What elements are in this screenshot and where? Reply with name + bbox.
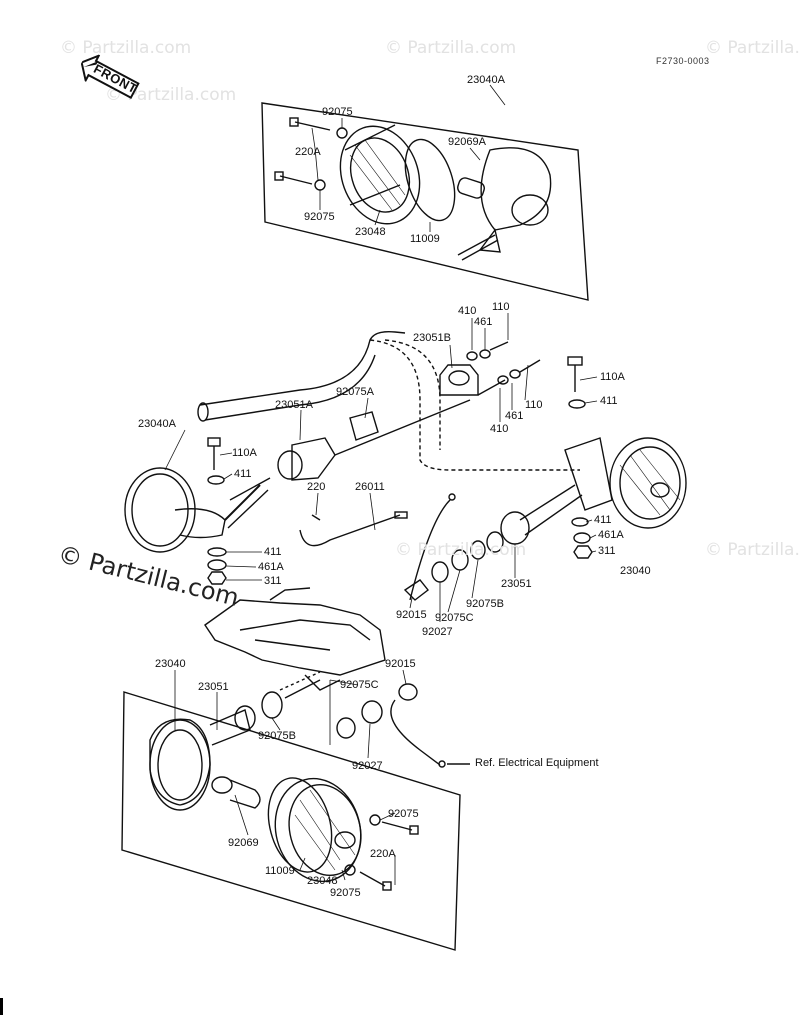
part-label: 23051 [501,578,532,590]
part-label: 461 [505,410,524,422]
right-nut-stack-drawing [571,517,593,559]
part-label: 311 [264,575,282,587]
part-label: 220 [307,481,326,493]
part-label: 92075 [388,808,419,820]
watermark: © Partzilla.com [705,540,800,560]
right-lens-drawing [519,437,687,536]
part-label: 92069A [448,136,486,148]
part-label: 23040 [155,658,186,670]
bottom-assembly-frame [121,691,461,951]
part-label: 411 [264,546,282,558]
part-label: 92015 [396,609,427,621]
part-label: 11009 [265,865,295,877]
watermark: © Partzilla.com [385,38,517,58]
part-label: 92075C [340,679,379,691]
handlebar-drawing [197,330,580,471]
top-gasket-drawing [404,138,456,222]
part-label: 110A [600,371,625,383]
part-label: 23051 [198,681,229,693]
part-label: 411 [594,514,612,526]
top-assembly-frame [261,102,589,301]
rear-bolts-drawing [344,814,419,891]
part-label: 23051B [413,332,451,344]
leader-lines [164,84,598,885]
edge-mark [0,998,3,1015]
part-label: 311 [598,545,616,557]
left-bolt-110a-drawing [207,437,225,485]
part-label: 26011 [355,481,385,493]
part-label: 92027 [352,760,383,772]
watermark: © Partzilla.com [105,85,237,105]
part-label: 92075C [435,612,474,624]
part-label: 110 [525,399,543,411]
clamp-23051b-drawing [439,364,506,396]
part-label: 411 [234,468,252,480]
part-label: 92075B [466,598,504,610]
part-label: 92015 [385,658,416,670]
part-label: 23048 [355,226,386,238]
rear-housing-drawing [149,679,321,811]
part-label: 92027 [422,626,453,638]
reference-note: Ref. Electrical Equipment [475,757,599,769]
part-label: 23051A [275,399,313,411]
rear-grommets-drawing [336,683,470,768]
front-arrow: FRONT [75,49,144,105]
frame-bracket-drawing [204,587,386,691]
part-label: 23040A [467,74,505,86]
part-label: 461 [474,316,493,328]
part-label: 23048 [307,875,338,887]
part-label: 220A [295,146,321,158]
part-label: 92069 [228,837,259,849]
part-label: 23040 [620,565,651,577]
mount-23051a-drawing [229,399,471,501]
part-label: 11009 [410,233,440,245]
part-label: 110A [232,447,257,459]
part-label: 461A [258,561,284,573]
part-label: 92075B [258,730,296,742]
watermark: © Partzilla.com [395,540,527,560]
top-lens-drawing [339,124,421,225]
part-label: 92075 [322,106,353,118]
part-label: 23040A [138,418,176,430]
part-label: 110 [492,301,510,313]
part-label: 410 [490,423,509,435]
part-label: 92075 [304,211,335,223]
sleeve-92075a-drawing [349,411,379,441]
part-label: 410 [458,305,477,317]
part-label: 411 [600,395,618,407]
part-label: 92075 [330,887,361,899]
front-arrow-icon [80,53,140,100]
top-housing-drawing [457,147,552,261]
part-label: 220A [370,848,396,860]
diagram-code: F2730-0003 [656,56,710,66]
rear-lens-drawing [267,777,362,883]
watermark: © Partzilla.com [60,38,192,58]
right-bolt-110a-drawing [567,356,586,409]
left-lens-drawing [124,467,269,553]
part-label: 461A [598,529,624,541]
part-label: 92075A [336,386,374,398]
watermark: © Partzilla.com [705,38,800,58]
